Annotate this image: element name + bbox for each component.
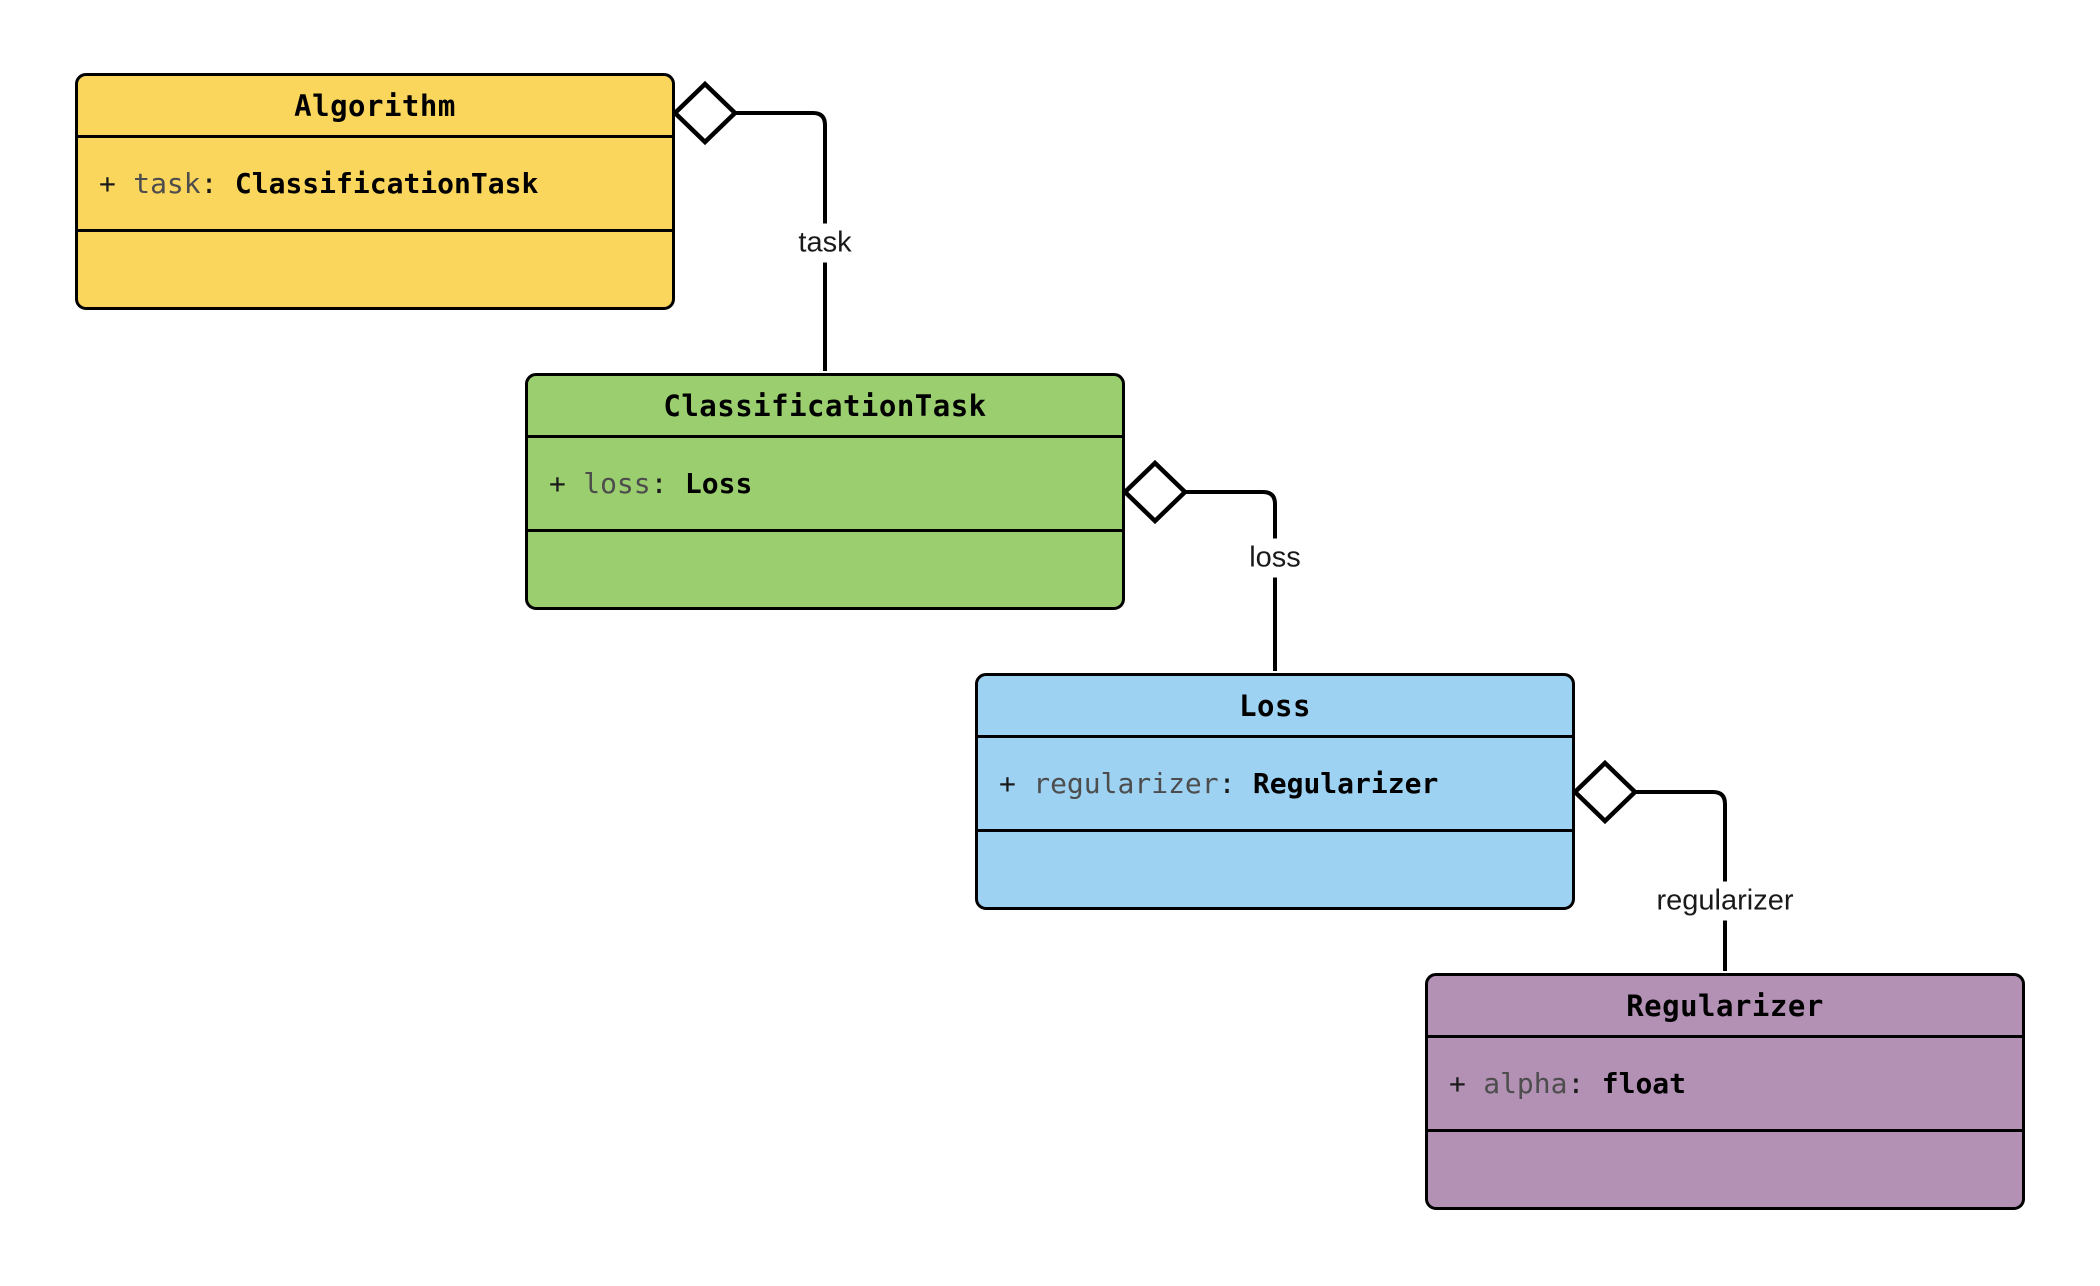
- attr-visibility: +: [549, 467, 566, 500]
- class-classificationtask: ClassificationTask + loss : Loss: [525, 373, 1125, 610]
- attr-separator: :: [1567, 1067, 1585, 1100]
- attr-name: loss: [583, 467, 651, 500]
- class-regularizer: Regularizer + alpha : float: [1425, 973, 2025, 1210]
- class-loss: Loss + regularizer : Regularizer: [975, 673, 1575, 910]
- class-attributes: + loss : Loss: [528, 438, 1122, 532]
- attr-name: alpha: [1483, 1067, 1568, 1100]
- attr-name: task: [133, 167, 201, 200]
- class-operations-empty: [78, 232, 672, 307]
- attr-type: ClassificationTask: [234, 167, 539, 200]
- class-algorithm: Algorithm + task : ClassificationTask: [75, 73, 675, 310]
- class-title: Algorithm: [78, 76, 672, 138]
- class-title: Loss: [978, 676, 1572, 738]
- class-attributes: + alpha : float: [1428, 1038, 2022, 1132]
- edge-label-task: task: [789, 223, 861, 263]
- class-title: ClassificationTask: [528, 376, 1122, 438]
- class-operations-empty: [528, 532, 1122, 607]
- attr-separator: :: [1218, 767, 1236, 800]
- edge-loss-regularizer: [1635, 790, 1727, 971]
- attr-visibility: +: [999, 767, 1016, 800]
- edge-label-regularizer: regularizer: [1647, 881, 1803, 921]
- edge-label-loss: loss: [1240, 538, 1310, 578]
- class-title: Regularizer: [1428, 976, 2022, 1038]
- attr-separator: :: [650, 467, 668, 500]
- aggregation-diamond-icon: [1571, 759, 1639, 825]
- class-operations-empty: [1428, 1132, 2022, 1207]
- edge-classificationtask-loss: [1185, 490, 1277, 671]
- edge-algorithm-classificationtask: [735, 111, 827, 371]
- attr-visibility: +: [1449, 1067, 1466, 1100]
- attr-name: regularizer: [1033, 767, 1219, 800]
- attr-separator: :: [200, 167, 218, 200]
- aggregation-diamond-icon: [671, 80, 739, 146]
- attr-visibility: +: [99, 167, 116, 200]
- class-attributes: + task : ClassificationTask: [78, 138, 672, 232]
- attr-type: float: [1601, 1067, 1687, 1100]
- aggregation-diamond-icon: [1121, 459, 1189, 525]
- class-operations-empty: [978, 832, 1572, 907]
- attr-type: Regularizer: [1252, 767, 1439, 800]
- class-attributes: + regularizer : Regularizer: [978, 738, 1572, 832]
- attr-type: Loss: [684, 467, 753, 500]
